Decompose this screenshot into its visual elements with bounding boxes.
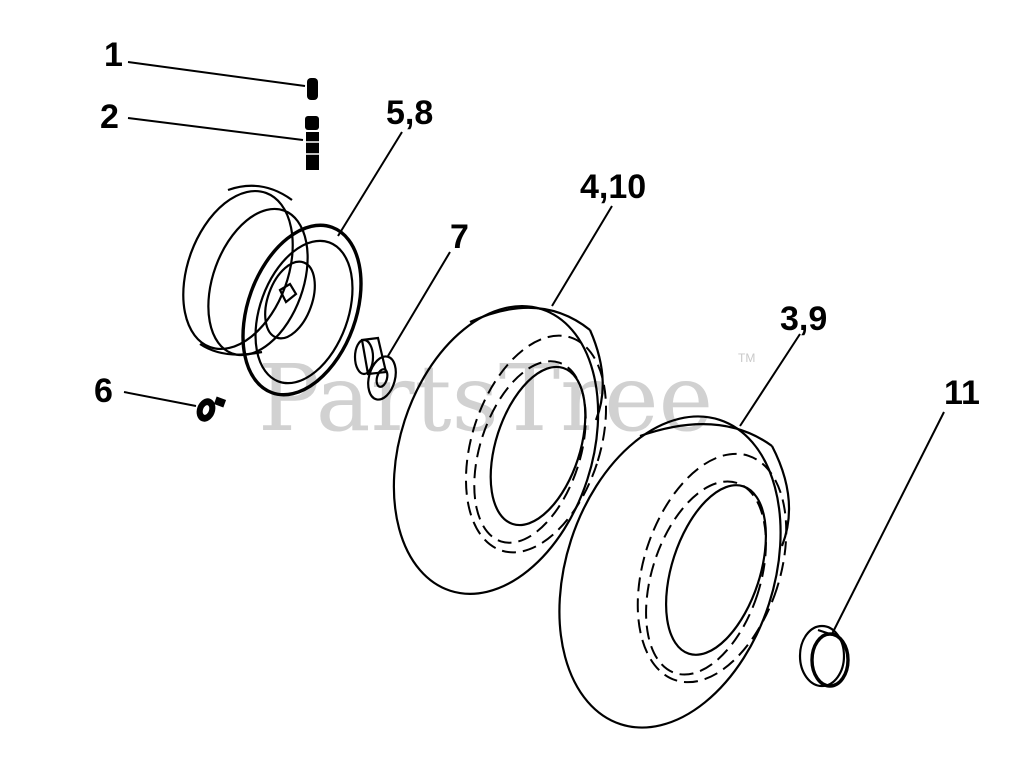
part-11-hub-cap[interactable]	[798, 624, 850, 688]
part-7-bushing[interactable]	[353, 336, 400, 403]
part-6-valve-stem[interactable]	[193, 396, 227, 425]
part-1-cap[interactable]	[307, 78, 318, 100]
leader-lines	[123, 61, 945, 635]
part-5-8-wheel-rim[interactable]	[163, 176, 383, 411]
watermark: PartsTree TM	[258, 345, 755, 452]
callout-5-8[interactable]: 5,8	[386, 94, 433, 132]
callout-11[interactable]: 11	[944, 374, 980, 412]
leader-3-9	[739, 333, 801, 427]
callout-4-10[interactable]: 4,10	[580, 168, 646, 206]
leader-1	[127, 61, 306, 87]
leader-2	[127, 117, 304, 141]
watermark-trademark: TM	[738, 351, 755, 365]
leader-6	[123, 391, 197, 407]
leader-7	[387, 251, 451, 357]
callout-7[interactable]: 7	[450, 218, 469, 256]
leader-11	[831, 411, 945, 635]
part-4-10-tire[interactable]	[359, 280, 633, 621]
part-2-fitting[interactable]	[305, 116, 319, 170]
callout-2[interactable]: 2	[100, 98, 119, 136]
part-3-9-tire[interactable]	[522, 388, 819, 757]
callout-6[interactable]: 6	[94, 372, 113, 410]
callout-3-9[interactable]: 3,9	[780, 300, 827, 338]
leader-5-8	[337, 131, 403, 237]
callout-1[interactable]: 1	[104, 36, 123, 74]
callout-labels: 1 2 5,8 4,10 7 6 3,9 11	[94, 36, 980, 412]
leader-4-10	[551, 205, 613, 307]
